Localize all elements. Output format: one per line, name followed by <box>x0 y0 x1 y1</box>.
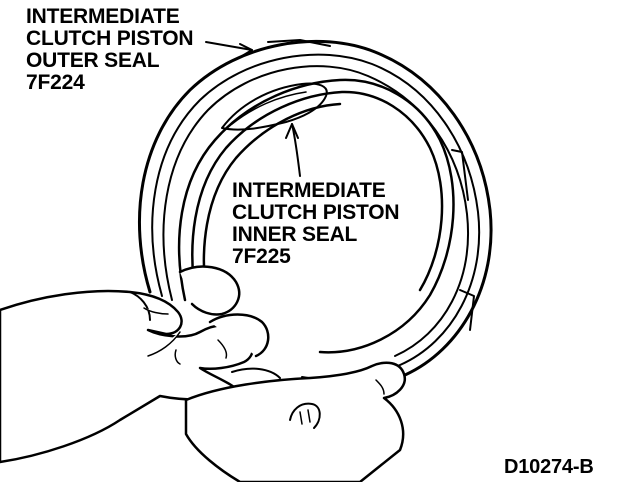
inner-seal-label: INTERMEDIATE CLUTCH PISTON INNER SEAL 7F… <box>232 179 400 268</box>
inner-seal-label-line-2: CLUTCH PISTON <box>232 201 400 224</box>
left-thumb <box>178 265 270 358</box>
inner-seal-ring <box>177 78 455 354</box>
inner-seal-leader <box>285 123 301 177</box>
outer-seal-label-line-1: INTERMEDIATE <box>26 5 180 28</box>
inner-seal-label-line-1: INTERMEDIATE <box>232 179 386 202</box>
outer-seal-part-number: 7F224 <box>26 71 85 94</box>
outer-seal-label-line-3: OUTER SEAL <box>26 49 160 72</box>
outer-seal-leader <box>205 41 253 57</box>
inner-seal-label-line-3: INNER SEAL <box>232 223 358 246</box>
inner-seal-part-number: 7F225 <box>232 245 291 268</box>
figure-id: D10274-B <box>504 456 594 478</box>
outer-seal-label-line-2: CLUTCH PISTON <box>26 27 194 50</box>
left-hand <box>0 289 255 464</box>
outer-seal-label: INTERMEDIATE CLUTCH PISTON OUTER SEAL 7F… <box>26 5 194 94</box>
